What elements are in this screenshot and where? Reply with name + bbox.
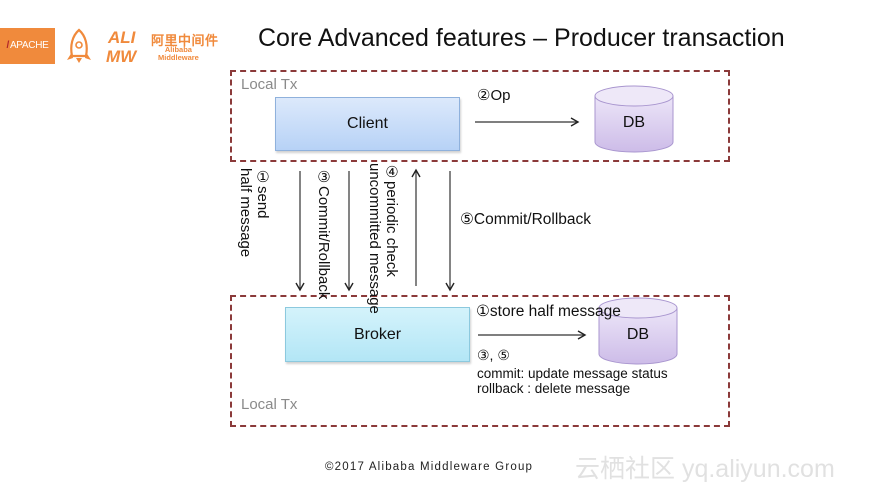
- alibaba-middleware-en-text: Alibaba Middleware: [158, 46, 199, 62]
- watermark: 云栖社区 yq.aliyun.com: [575, 455, 835, 483]
- apache-logo: /APACHE: [0, 28, 55, 64]
- local-tx-box-client: [230, 70, 730, 162]
- commit-action-label: commit: update message status: [477, 366, 668, 381]
- slide-title: Core Advanced features – Producer transa…: [258, 24, 785, 52]
- db-label-bottom: DB: [626, 326, 650, 343]
- client-node: Client: [275, 97, 460, 151]
- copyright-footer: ©2017 Alibaba Middleware Group: [325, 461, 534, 473]
- store-half-message-label: ①store half message: [476, 303, 621, 320]
- svg-text:MW: MW: [106, 47, 138, 66]
- periodic-line1: ④periodic check: [383, 163, 400, 277]
- local-tx-box-broker: [230, 295, 730, 427]
- svg-text:ALI: ALI: [107, 28, 137, 47]
- commit-rollback-5-label: ⑤Commit/Rollback: [460, 211, 592, 228]
- op-label: ②Op: [477, 87, 511, 104]
- local-tx-label-top: Local Tx: [241, 76, 298, 93]
- alibaba-middleware-cn-text: 阿里中间件: [151, 34, 219, 49]
- commit-rollback-3-label: ③Commit/Rollback: [315, 168, 332, 300]
- steps-3-5-label: ③, ⑤: [477, 347, 510, 363]
- send-half-line1: ①send: [254, 168, 271, 219]
- db-cylinder-bottom: DB: [598, 296, 678, 366]
- feather-icon: /: [6, 40, 9, 51]
- alibaba-middleware-logo-icon: ALI MW: [106, 28, 138, 66]
- alibaba-en-line2: Middleware: [158, 53, 199, 62]
- db-cylinder-top: DB: [594, 84, 674, 154]
- db-label-top: DB: [622, 114, 646, 131]
- client-label: Client: [347, 115, 388, 132]
- local-tx-label-bottom: Local Tx: [241, 396, 298, 413]
- rollback-action-label: rollback : delete message: [477, 381, 631, 396]
- broker-label: Broker: [353, 325, 402, 343]
- apache-logo-text: APACHE: [9, 40, 49, 51]
- alibaba-en-line1: Alibaba: [164, 45, 192, 54]
- database-icon: [594, 85, 674, 153]
- periodic-line2: uncommitted message: [366, 163, 383, 314]
- rocketmq-logo-icon: [67, 28, 91, 63]
- send-half-line2: half message: [237, 168, 254, 258]
- broker-node: Broker: [285, 307, 470, 362]
- database-icon: [598, 297, 678, 365]
